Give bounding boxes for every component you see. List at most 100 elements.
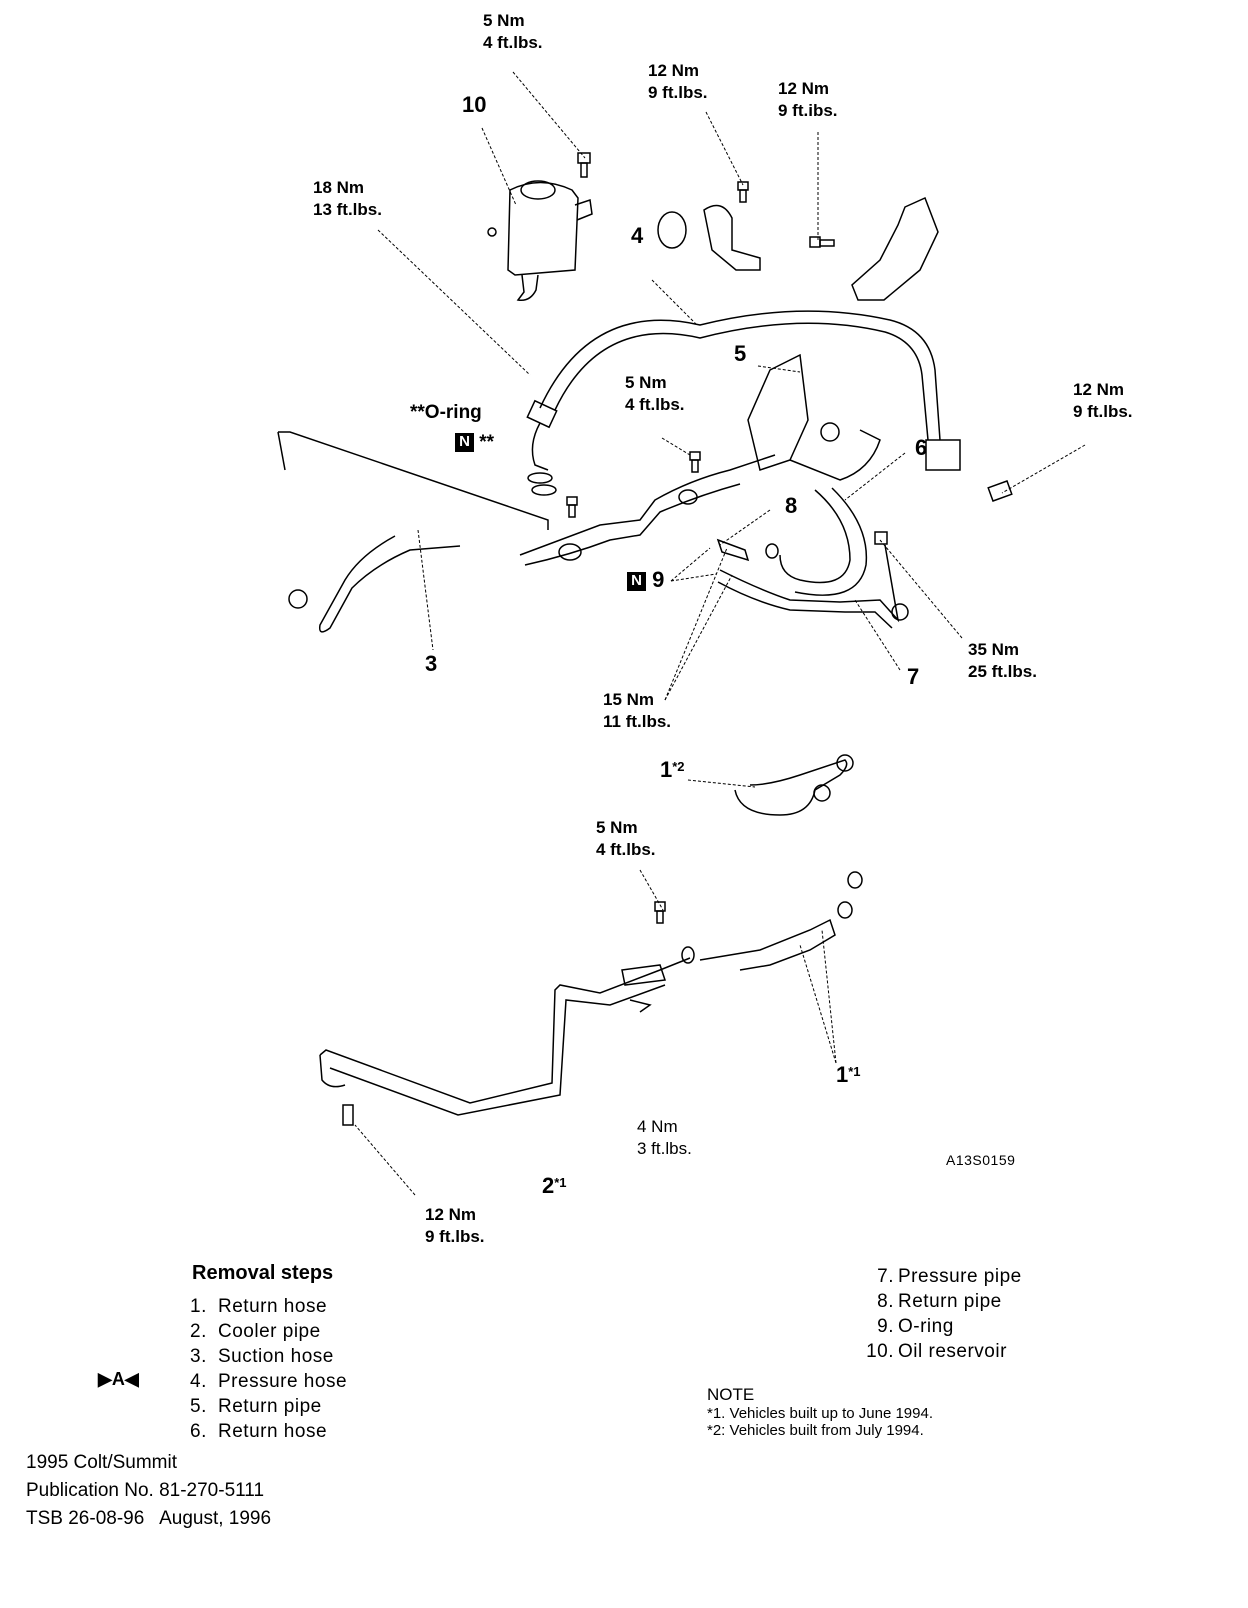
callout-number: 5 — [734, 341, 747, 366]
torque-ftlbs: 9 ft.lbs. — [648, 83, 708, 102]
oring-new-part-mark: N ** — [455, 432, 494, 454]
removal-steps-list-left: 1. Return hose 2.Cooler pipe 3. Suction ho… — [190, 1294, 347, 1444]
bolt-drawings — [343, 153, 1012, 1125]
torque-spec: 4 Nm 3 ft.lbs. — [637, 1116, 692, 1160]
step-number: 3. — [190, 1346, 207, 1367]
torque-ftlbs: 9 ft.lbs. — [1073, 402, 1133, 421]
step-number: 1. — [190, 1296, 207, 1317]
callout-footnote: *1 — [848, 1064, 861, 1079]
list-item: 10.Oil reservoir — [858, 1339, 1022, 1364]
torque-ftlbs: 13 ft.lbs. — [313, 200, 382, 219]
torque-nm: 12 Nm — [425, 1205, 477, 1224]
callout-part-5: 5 — [734, 342, 746, 366]
note-line: *1. Vehicles built up to June 1994. — [707, 1405, 933, 1422]
publication-info: 1995 Colt/Summit Publication No. 81-270-… — [26, 1449, 271, 1533]
list-item: 5.Return pipe — [190, 1394, 347, 1419]
callout-part-9: N 9 — [627, 568, 664, 592]
step-label: Return pipe — [218, 1396, 322, 1417]
list-item: 6. Return hose — [190, 1419, 347, 1444]
return-hose-pressure-pipe-drawing — [718, 488, 908, 628]
torque-ftlbs: 4 ft.lbs. — [625, 395, 685, 414]
step-label: Suction hose — [218, 1346, 334, 1367]
callout-part-2: 2*1 — [542, 1174, 567, 1198]
list-item: 3. Suction hose — [190, 1344, 347, 1369]
torque-ftlbs: 4 ft.lbs. — [596, 840, 656, 859]
torque-spec: 12 Nm 9 ft.ibs. — [778, 78, 838, 122]
new-part-icon: N — [627, 571, 646, 591]
callout-part-6: 6 — [915, 436, 927, 460]
torque-ftlbs: 9 ft.lbs. — [425, 1227, 485, 1246]
callout-number: 2 — [542, 1173, 555, 1198]
note-block: NOTE *1. Vehicles built up to June 1994.… — [707, 1385, 933, 1439]
torque-nm: 35 Nm — [968, 640, 1020, 659]
callout-number: 3 — [425, 651, 438, 676]
torque-ftlbs: 25 ft.lbs. — [968, 662, 1037, 681]
callout-part-7: 7 — [907, 665, 919, 689]
torque-nm: 5 Nm — [596, 818, 638, 837]
list-item: 8.Return pipe — [858, 1289, 1022, 1314]
note-title: NOTE — [707, 1385, 755, 1404]
step-label: Return hose — [218, 1296, 328, 1317]
torque-ftlbs: 11 ft.lbs. — [603, 712, 672, 731]
callout-number: 7 — [907, 664, 920, 689]
pressure-hose-drawing — [527, 311, 960, 495]
torque-nm: 5 Nm — [625, 373, 667, 392]
torque-spec: 5 Nm 4 ft.lbs. — [625, 372, 685, 416]
return-hose-2-drawing — [735, 755, 853, 815]
step-number: 7. — [877, 1266, 894, 1287]
list-item: 4.Pressure hose — [190, 1369, 347, 1394]
removal-steps-list-right: 7.Pressure pipe 8.Return pipe 9.O-ring 1… — [858, 1264, 1022, 1364]
torque-spec: 35 Nm 25 ft.lbs. — [968, 639, 1037, 683]
torque-ftlbs: 4 ft.lbs. — [483, 33, 543, 52]
torque-spec: 15 Nm 11 ft.lbs. — [603, 689, 671, 733]
torque-spec: 18 Nm 13 ft.lbs. — [313, 177, 382, 221]
callout-part-4: 4 — [631, 224, 643, 248]
step-number: 6. — [190, 1421, 207, 1442]
callout-number: 10 — [462, 92, 487, 117]
oring-label: **O-ring — [410, 402, 482, 423]
step-label: Oil reservoir — [898, 1341, 1007, 1362]
torque-spec: 12 Nm 9 ft.lbs. — [1073, 379, 1133, 423]
torque-nm: 5 Nm — [483, 11, 525, 30]
step-label: Pressure pipe — [898, 1266, 1022, 1287]
cooler-pipe-drawing — [320, 872, 862, 1115]
callout-number: 6 — [915, 435, 928, 460]
list-item: 2.Cooler pipe — [190, 1319, 347, 1344]
clamp-bracket-drawings — [658, 198, 938, 300]
torque-spec: 5 Nm 4 ft.lbs. — [483, 10, 543, 54]
suction-hose-drawing — [278, 432, 548, 632]
callout-part-8: 8 — [785, 494, 797, 518]
callout-part-1-early: 1*1 — [836, 1063, 861, 1087]
torque-nm: 18 Nm — [313, 178, 365, 197]
leader-lines — [355, 72, 1085, 1195]
step-number: 9. — [877, 1316, 894, 1337]
note-line: *2: Vehicles built from July 1994. — [707, 1422, 924, 1439]
tsb-number-date: TSB 26-08-96 August, 1996 — [26, 1508, 272, 1529]
step-label: Return hose — [218, 1421, 328, 1442]
torque-nm: 4 Nm — [637, 1117, 678, 1136]
torque-nm: 12 Nm — [778, 79, 830, 98]
callout-footnote: *2 — [672, 759, 685, 774]
callout-part-1-late: 1*2 — [660, 758, 685, 782]
step-label: Pressure hose — [218, 1371, 348, 1392]
new-part-icon: N — [455, 433, 474, 453]
publication-number: Publication No. 81-270-5111 — [26, 1480, 265, 1501]
callout-number: 4 — [631, 223, 644, 248]
vehicle-model: 1995 Colt/Summit — [26, 1452, 178, 1473]
callout-number: 9 — [652, 567, 665, 592]
list-item: 9.O-ring — [858, 1314, 1022, 1339]
step-label: Return pipe — [898, 1291, 1002, 1312]
callout-number: 8 — [785, 493, 798, 518]
callout-footnote: *1 — [554, 1175, 567, 1190]
step-number: 10. — [866, 1341, 894, 1362]
return-pipe-drawing — [520, 355, 880, 565]
callout-part-3: 3 — [425, 652, 437, 676]
callout-number: 1 — [836, 1062, 849, 1087]
figure-id: A13S0159 — [946, 1152, 1016, 1168]
step-label: O-ring — [898, 1316, 954, 1337]
torque-nm: 15 Nm — [603, 690, 655, 709]
torque-ftlbs: 9 ft.ibs. — [778, 101, 838, 120]
torque-spec: 12 Nm 9 ft.lbs. — [648, 60, 708, 104]
callout-part-10: 10 — [462, 93, 486, 117]
